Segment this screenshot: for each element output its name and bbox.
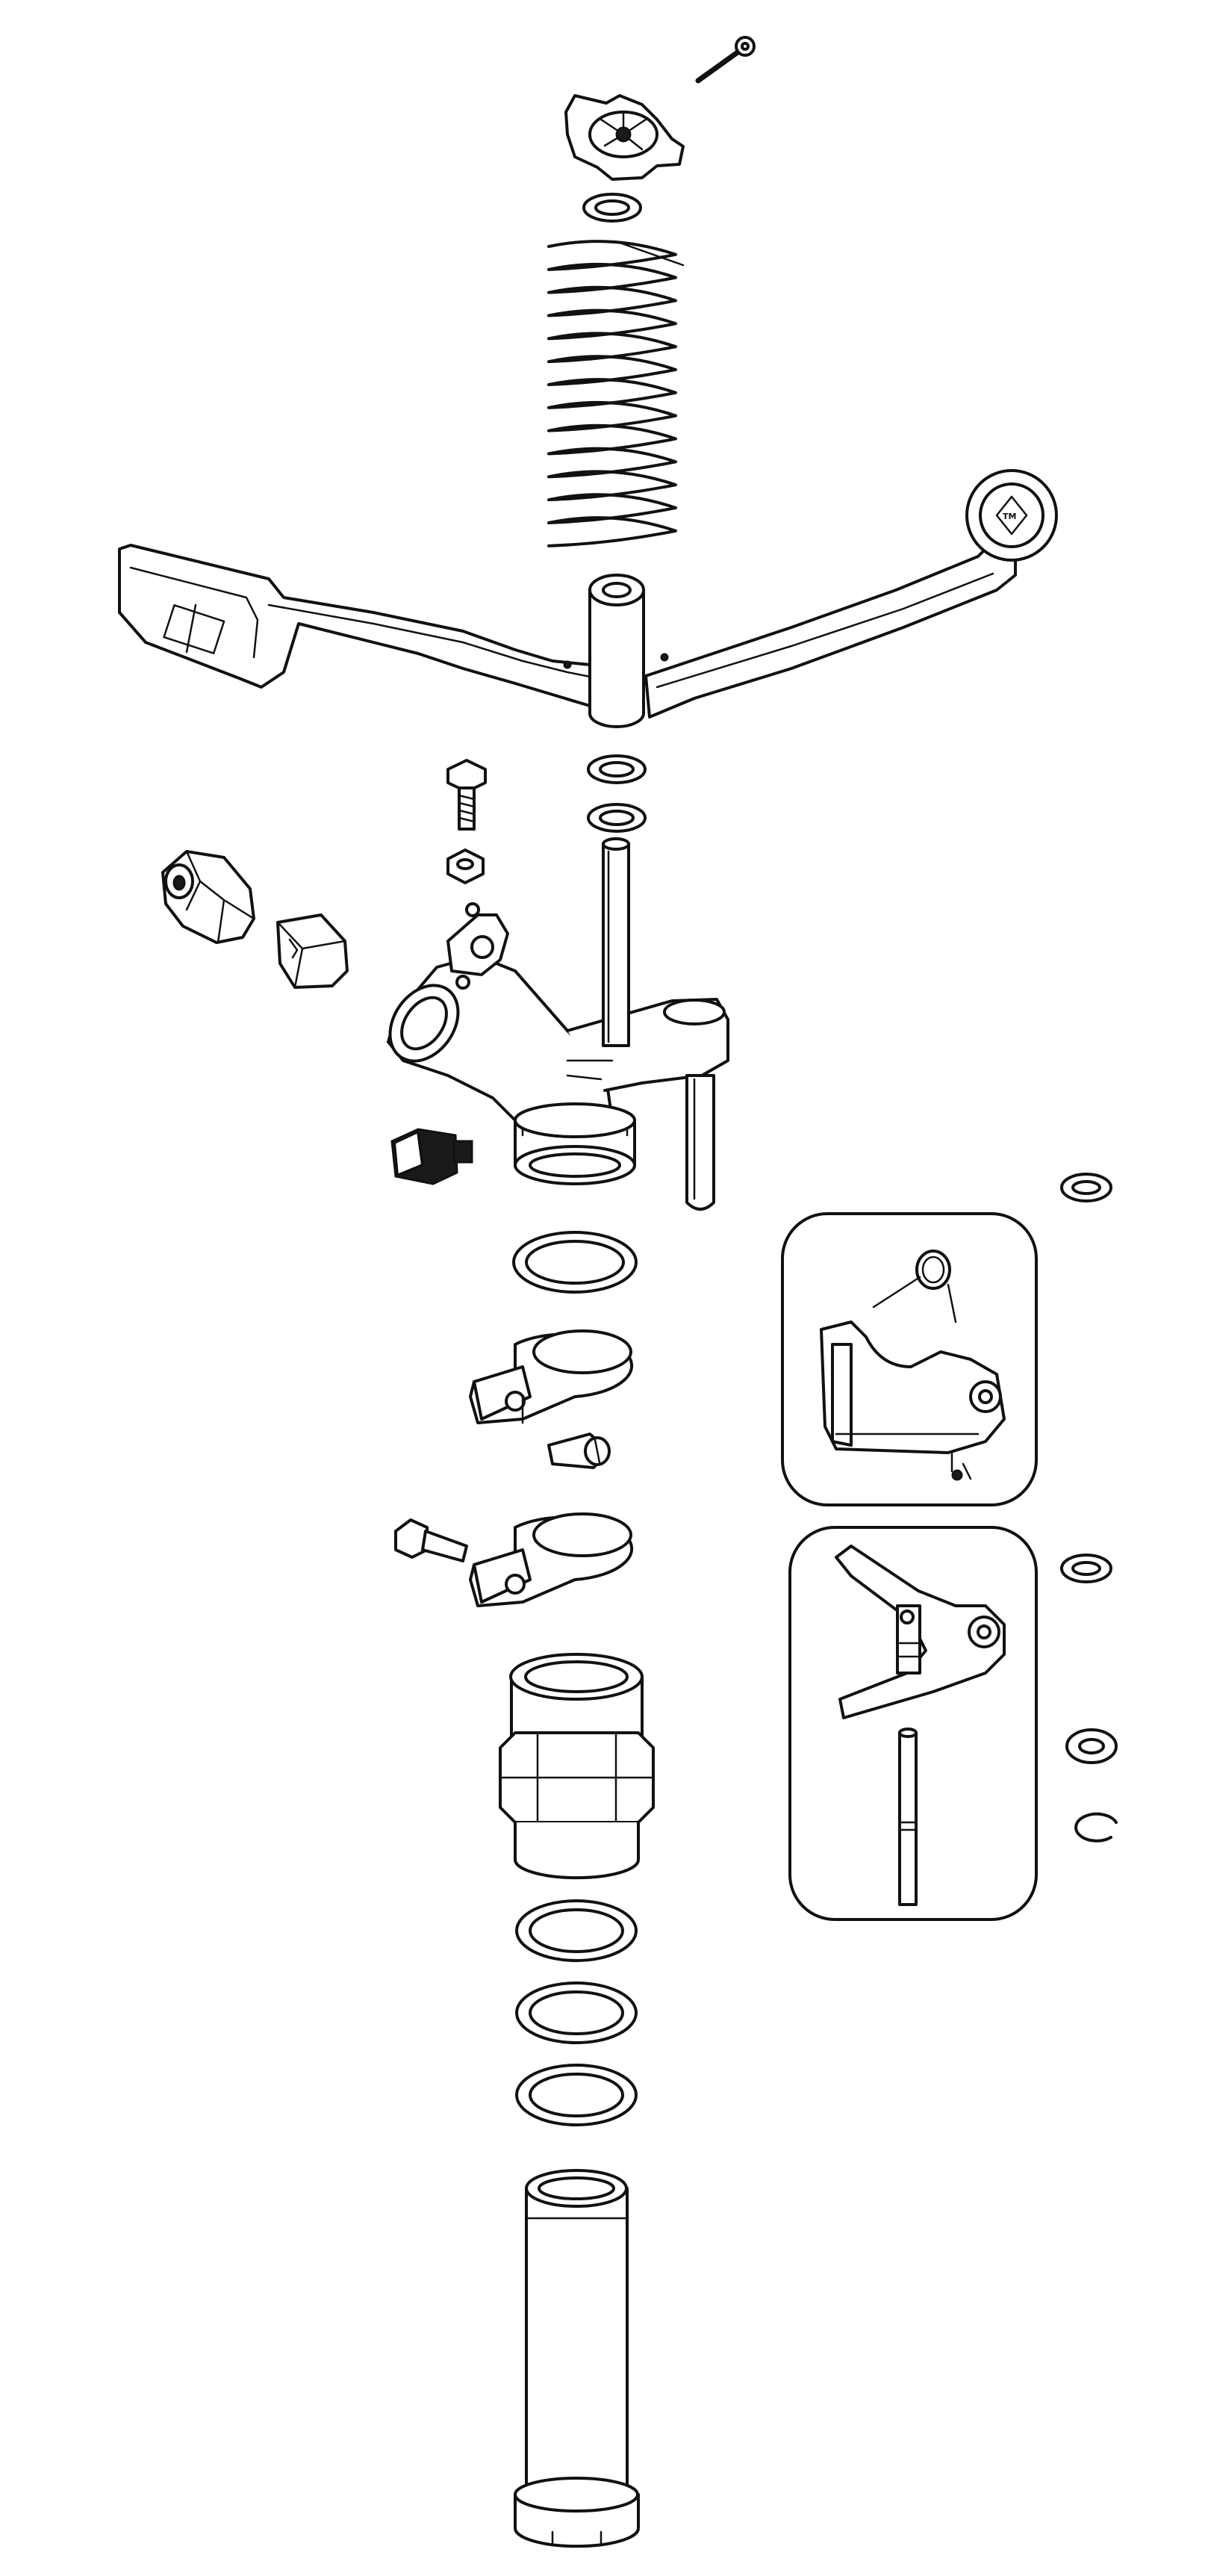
bearing-shaft	[602, 837, 630, 1047]
detail-inset-upper	[781, 1212, 1038, 1506]
seal-ring-1	[515, 1899, 638, 1962]
cotter-pin	[695, 36, 756, 84]
clamp-screw-upper	[547, 1433, 611, 1469]
nozzle	[161, 850, 255, 944]
seal-ring	[512, 1231, 638, 1294]
pivot-pin	[685, 1074, 715, 1211]
detail-washer-2	[1060, 1554, 1112, 1583]
washer	[582, 193, 642, 223]
detail-inset-lower	[788, 1526, 1038, 1921]
clamp-collar-upper	[469, 1329, 634, 1424]
seal-ring-3	[515, 2064, 638, 2126]
seal-ring-2	[515, 1981, 638, 2044]
bearing-tube	[514, 2169, 640, 2548]
spring-adjustment-cap	[564, 94, 685, 181]
coil-spring	[547, 240, 685, 547]
detail-washer-1	[1060, 1173, 1112, 1202]
clamp-screw-lower	[394, 1518, 468, 1562]
nozzle-insert	[276, 913, 349, 989]
oscillating-arm: TM	[118, 469, 1058, 728]
arm-bearing-washers	[587, 754, 647, 833]
spring-end-top	[618, 241, 685, 267]
clamp-collar-lower	[469, 1512, 634, 1607]
set-screw	[390, 1128, 473, 1185]
adjusting-screw	[446, 759, 487, 831]
hex-nut	[446, 848, 485, 884]
hex-coupling	[499, 1653, 655, 1880]
retaining-clip	[1074, 1812, 1118, 1843]
detail-washer-3	[1065, 1728, 1118, 1764]
logo-mark: TM	[1003, 512, 1016, 521]
